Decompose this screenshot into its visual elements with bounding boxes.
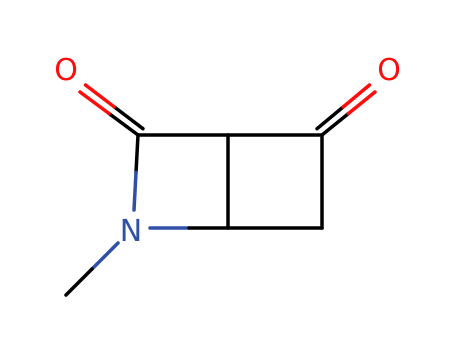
bond-n-methyl-nitrogen-half <box>90 241 120 271</box>
bond-group <box>64 83 377 297</box>
bond-c3-o2-carbon-half-1 <box>315 105 346 131</box>
bond-c3-o2-carbon-half-0 <box>320 111 351 137</box>
bond-c1-o1-carbon-half-1 <box>112 105 145 131</box>
atom-label-group: O O N <box>54 53 401 249</box>
nitrogen-atom-label: N <box>120 214 142 249</box>
bond-c1-o1-carbon-half-0 <box>107 111 140 137</box>
bond-c3-o2-oxygen-half-1 <box>341 83 372 109</box>
bond-c3-o2-oxygen-half-0 <box>346 90 377 116</box>
oxygen-atom-label-right: O <box>377 53 401 88</box>
bond-c1-o1-oxygen-half-1 <box>83 83 116 109</box>
bond-n-methyl-carbon-half <box>64 267 94 297</box>
oxygen-atom-label-left: O <box>54 53 78 88</box>
bond-c1-o1-oxygen-half-0 <box>78 90 111 116</box>
bond-c1-n-nitrogen-half <box>132 170 138 212</box>
bond-c1-n-carbon-half <box>134 133 140 175</box>
